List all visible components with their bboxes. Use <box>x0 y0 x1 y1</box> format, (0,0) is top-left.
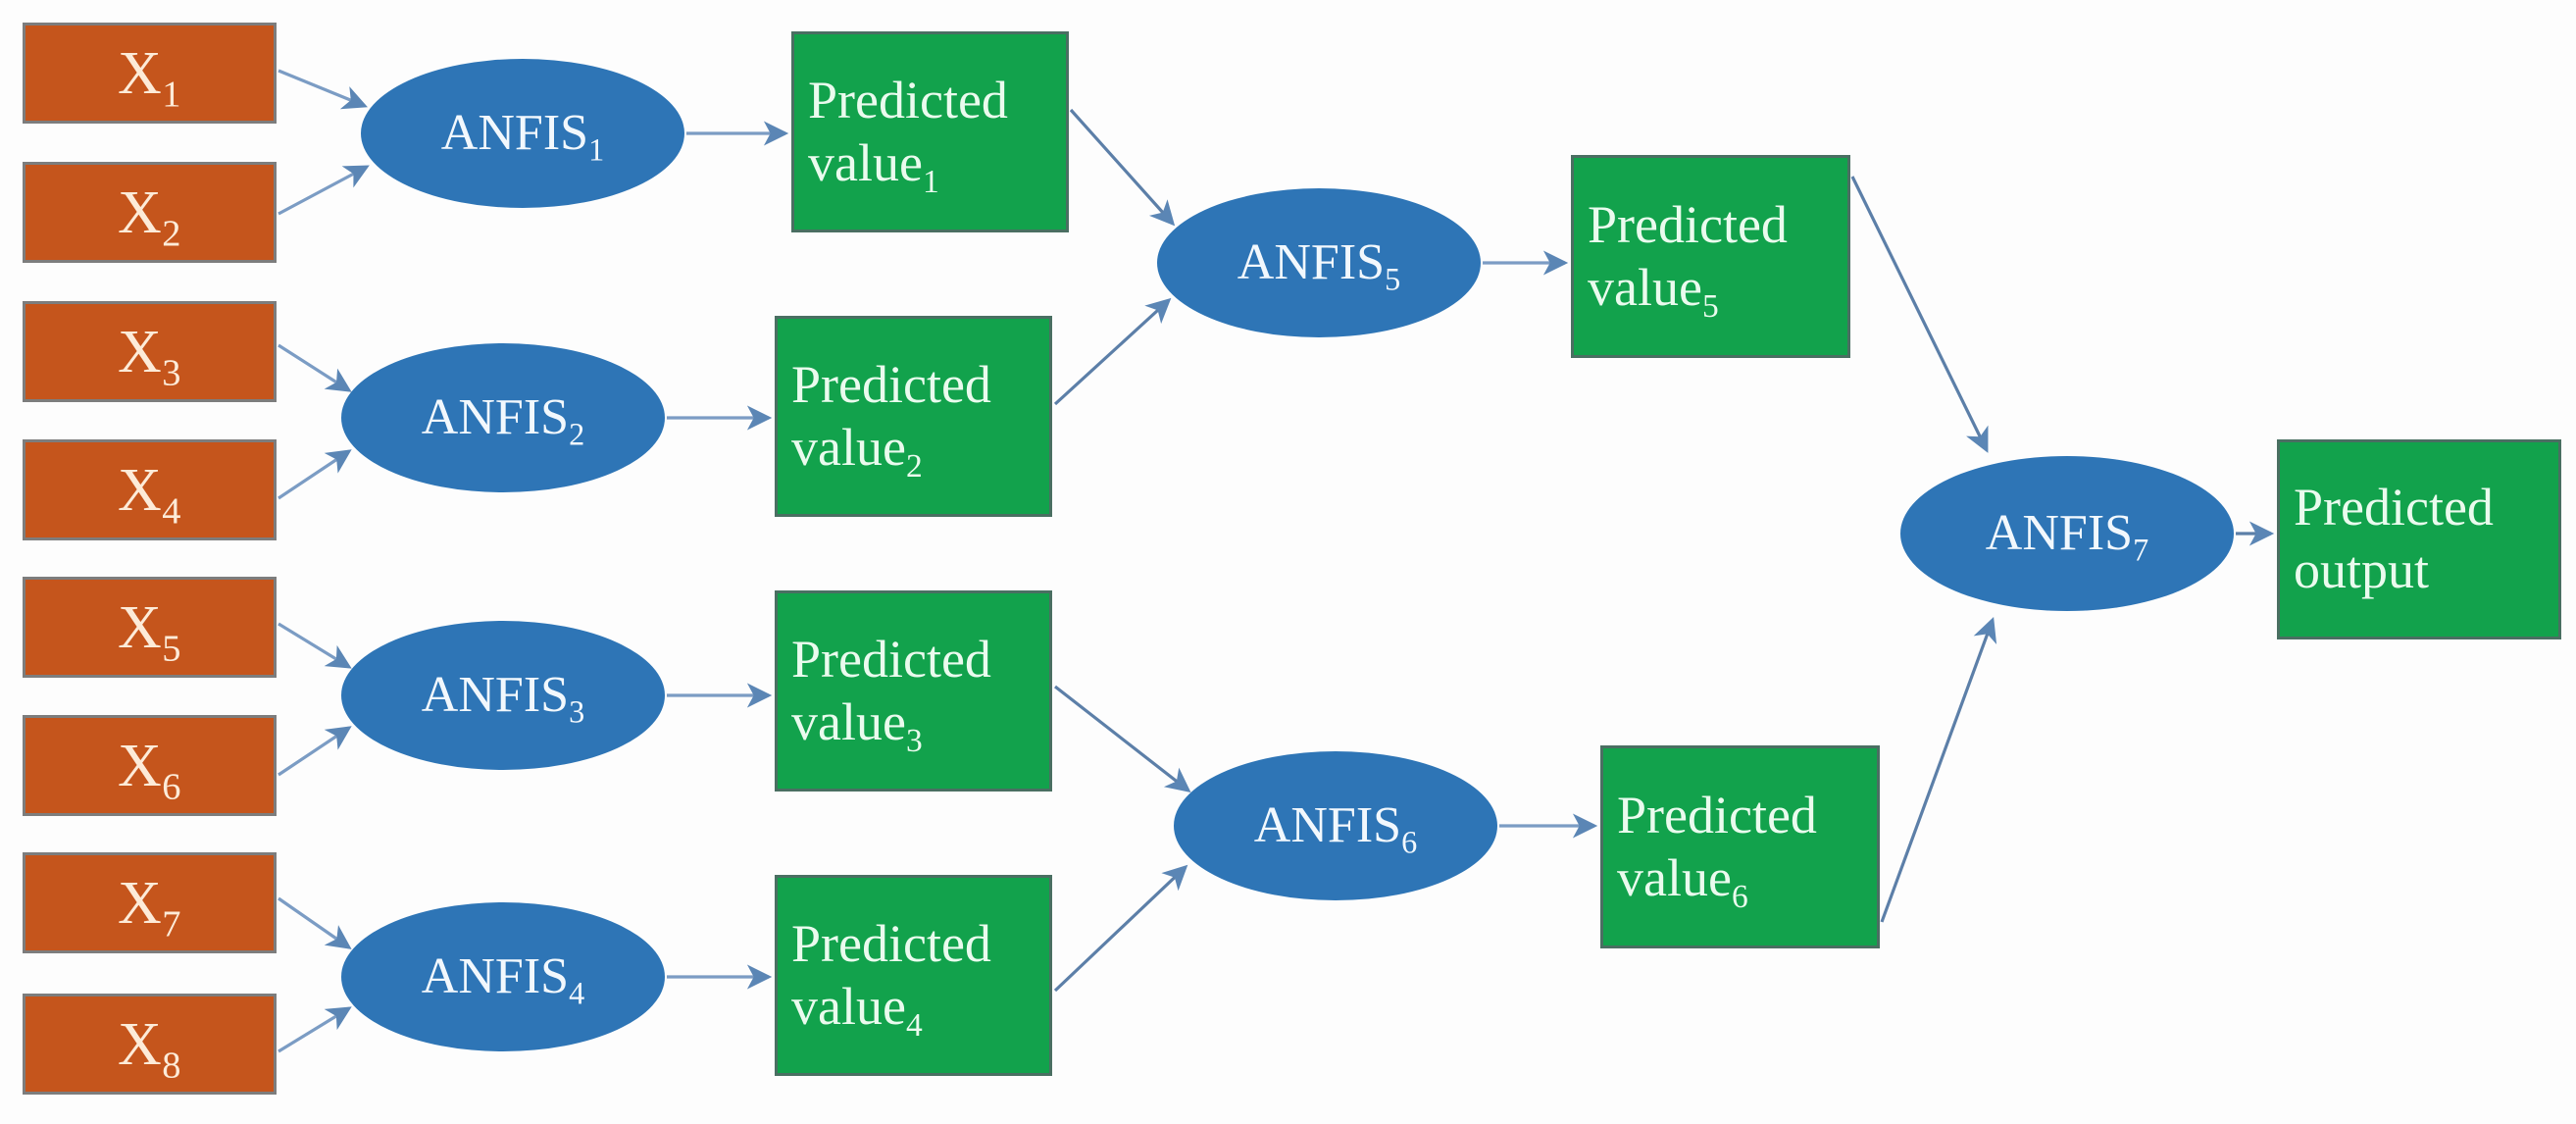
edge-x6-a3 <box>278 726 352 777</box>
input-label-x2: X2 <box>118 179 181 254</box>
edge-x3-a2 <box>278 343 352 392</box>
input-box-x4[interactable]: X4 <box>23 439 277 540</box>
anfis-node-3[interactable]: ANFIS3 <box>341 621 665 770</box>
anfis-node-5[interactable]: ANFIS5 <box>1157 188 1481 337</box>
input-box-x3[interactable]: X3 <box>23 301 277 402</box>
input-label-x1: X1 <box>118 39 181 115</box>
edge-p5-a7 <box>1850 176 1989 453</box>
edge-x2-a1 <box>278 165 370 216</box>
edge-x7-a4 <box>278 896 352 949</box>
anfis-node-2[interactable]: ANFIS2 <box>341 343 665 492</box>
input-box-x1[interactable]: X1 <box>23 23 277 124</box>
anfis-label-1: ANFIS1 <box>440 105 605 168</box>
input-label-x6: X6 <box>118 732 181 807</box>
input-label-x3: X3 <box>118 318 181 393</box>
anfis-label-6: ANFIS6 <box>1253 797 1418 860</box>
edge-p4-a6 <box>1053 864 1188 993</box>
anfis-label-3: ANFIS3 <box>421 667 585 730</box>
anfis-node-1[interactable]: ANFIS1 <box>361 59 684 208</box>
input-box-x7[interactable]: X7 <box>23 852 277 953</box>
anfis-label-4: ANFIS4 <box>421 948 585 1011</box>
edge-p2-a5 <box>1053 297 1172 406</box>
anfis-label-2: ANFIS2 <box>421 389 585 452</box>
input-box-x6[interactable]: X6 <box>23 715 277 816</box>
edge-x8-a4 <box>278 1006 352 1053</box>
edge-p6-a7 <box>1880 616 1997 923</box>
anfis-node-6[interactable]: ANFIS6 <box>1174 751 1497 900</box>
anfis-label-7: ANFIS7 <box>1985 505 2149 568</box>
edge-p3-a6 <box>1054 685 1191 792</box>
edge-x5-a3 <box>278 622 352 669</box>
input-label-x5: X5 <box>118 593 181 669</box>
input-label-x4: X4 <box>118 456 181 532</box>
edge-x1-a1 <box>278 69 368 110</box>
edge-x4-a2 <box>278 449 352 500</box>
input-label-x7: X7 <box>118 869 181 945</box>
edge-p1-a5 <box>1069 108 1176 227</box>
input-label-x8: X8 <box>118 1010 181 1086</box>
input-box-x8[interactable]: X8 <box>23 994 277 1095</box>
anfis-node-4[interactable]: ANFIS4 <box>341 902 665 1051</box>
anfis-label-5: ANFIS5 <box>1237 234 1401 297</box>
input-box-x2[interactable]: X2 <box>23 162 277 263</box>
anfis-node-7[interactable]: ANFIS7 <box>1900 456 2234 611</box>
input-box-x5[interactable]: X5 <box>23 577 277 678</box>
